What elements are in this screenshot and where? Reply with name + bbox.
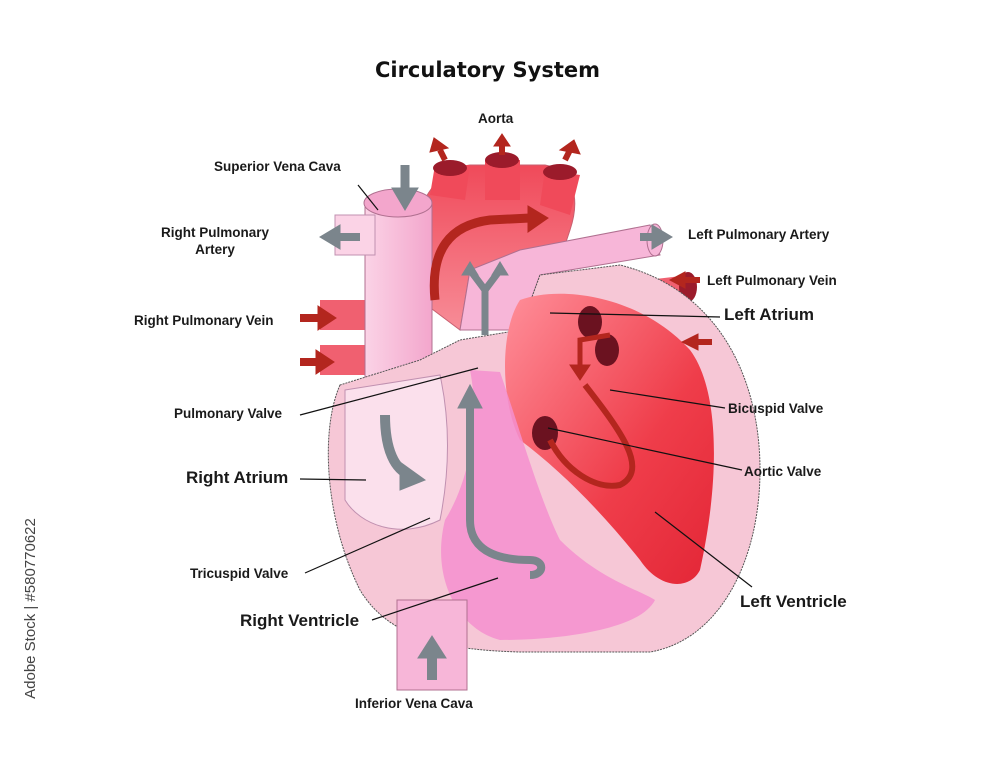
- label-aorta: Aorta: [478, 111, 514, 126]
- label-tricuspid-valve: Tricuspid Valve: [190, 566, 289, 581]
- label-left-pulmonary-artery: Left Pulmonary Artery: [688, 227, 830, 242]
- label-left-ventricle: Left Ventricle: [740, 592, 847, 611]
- label-inferior-vena-cava: Inferior Vena Cava: [355, 696, 473, 711]
- label-superior-vena-cava: Superior Vena Cava: [214, 159, 341, 174]
- label-left-atrium: Left Atrium: [724, 305, 815, 324]
- label-bicuspid-valve: Bicuspid Valve: [728, 401, 824, 416]
- label-right-pulmonary-artery: Right Pulmonary Artery: [160, 225, 269, 257]
- label-aortic-valve: Aortic Valve: [744, 464, 822, 479]
- oxygenated-flow-arrows: [300, 133, 712, 489]
- deoxygenated-flow-arrows: [319, 165, 673, 680]
- right-ventricle-chamber: [441, 370, 655, 640]
- label-left-pulmonary-vein: Left Pulmonary Vein: [707, 273, 837, 288]
- left-heart-chambers: [505, 293, 714, 584]
- stock-watermark: Adobe Stock | #580770622: [21, 518, 39, 699]
- diagram-title: Circulatory System: [374, 58, 601, 82]
- label-right-atrium: Right Atrium: [186, 468, 289, 487]
- label-right-ventricle: Right Ventricle: [240, 611, 360, 630]
- label-right-pulmonary-vein: Right Pulmonary Vein: [134, 313, 274, 328]
- aorta-vessel: [413, 152, 580, 331]
- leader-lines: [299, 184, 753, 621]
- right-atrium-chamber: [344, 374, 448, 530]
- label-pulmonary-valve: Pulmonary Valve: [174, 406, 283, 421]
- superior-vena-cava: [334, 188, 433, 381]
